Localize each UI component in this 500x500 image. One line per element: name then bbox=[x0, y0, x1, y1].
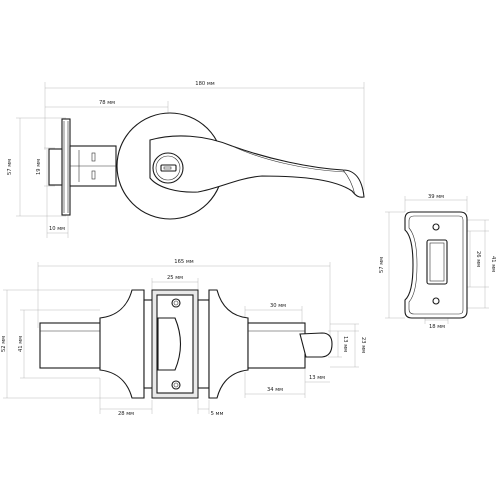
label-tip-height-outer: 23 мм bbox=[360, 337, 366, 353]
lever-side-view: 180 мм 78 мм 57 мм 19 мм 10 мм bbox=[7, 81, 365, 238]
left-lever-shaft bbox=[39, 322, 105, 369]
label-backset: 78 мм bbox=[99, 100, 115, 106]
right-rose bbox=[208, 289, 249, 399]
strike-screw-hole-bottom bbox=[432, 297, 440, 305]
label-inner-diameter: 41 мм bbox=[18, 336, 24, 352]
keyhole bbox=[160, 164, 177, 172]
label-plate-width: 25 мм bbox=[167, 275, 183, 281]
label-plate-depth-bottom: 5 мм bbox=[211, 411, 224, 417]
label-strike-window-width: 18 мм bbox=[429, 324, 445, 330]
strike-screw-hole-top bbox=[432, 223, 440, 231]
label-tip-length: 13 мм bbox=[309, 375, 325, 381]
left-rose bbox=[99, 289, 145, 399]
label-latch-height: 19 мм bbox=[36, 159, 42, 175]
assembly-top-view: 165 мм 25 мм 30 мм 52 мм 41 мм 13 мм 23 … bbox=[1, 259, 366, 417]
label-strike-inner-height: 41 мм bbox=[490, 256, 496, 272]
label-total-length: 180 мм bbox=[195, 81, 214, 87]
label-lever-length: 34 мм bbox=[267, 387, 283, 393]
plate-screw-hole-top bbox=[171, 298, 181, 308]
label-tip-height: 13 мм bbox=[342, 336, 348, 352]
label-bottom-total: 165 мм bbox=[174, 259, 193, 265]
latch-bolt-top-view bbox=[157, 317, 182, 371]
face-plate bbox=[61, 118, 71, 216]
label-strike-window-height: 26 мм bbox=[475, 251, 481, 267]
strike-plate-view: 39 мм 57 мм 26 мм 41 мм 18 мм bbox=[379, 194, 496, 330]
right-lever-shaft bbox=[247, 322, 306, 369]
label-plate-depth: 10 мм bbox=[49, 226, 65, 232]
plate-screw-hole-bottom bbox=[171, 380, 181, 390]
label-rose-depth: 28 мм bbox=[118, 411, 134, 417]
right-lever-tip bbox=[299, 332, 333, 358]
label-strike-width: 39 мм bbox=[428, 194, 444, 200]
label-plate-height: 57 мм bbox=[7, 159, 13, 175]
latch-bolt bbox=[48, 148, 63, 186]
label-outer-diameter: 52 мм bbox=[1, 336, 7, 352]
right-neck bbox=[197, 299, 210, 389]
strike-window bbox=[426, 239, 448, 285]
label-strike-height: 57 мм bbox=[379, 257, 385, 273]
label-lever-reach: 30 мм bbox=[270, 303, 286, 309]
